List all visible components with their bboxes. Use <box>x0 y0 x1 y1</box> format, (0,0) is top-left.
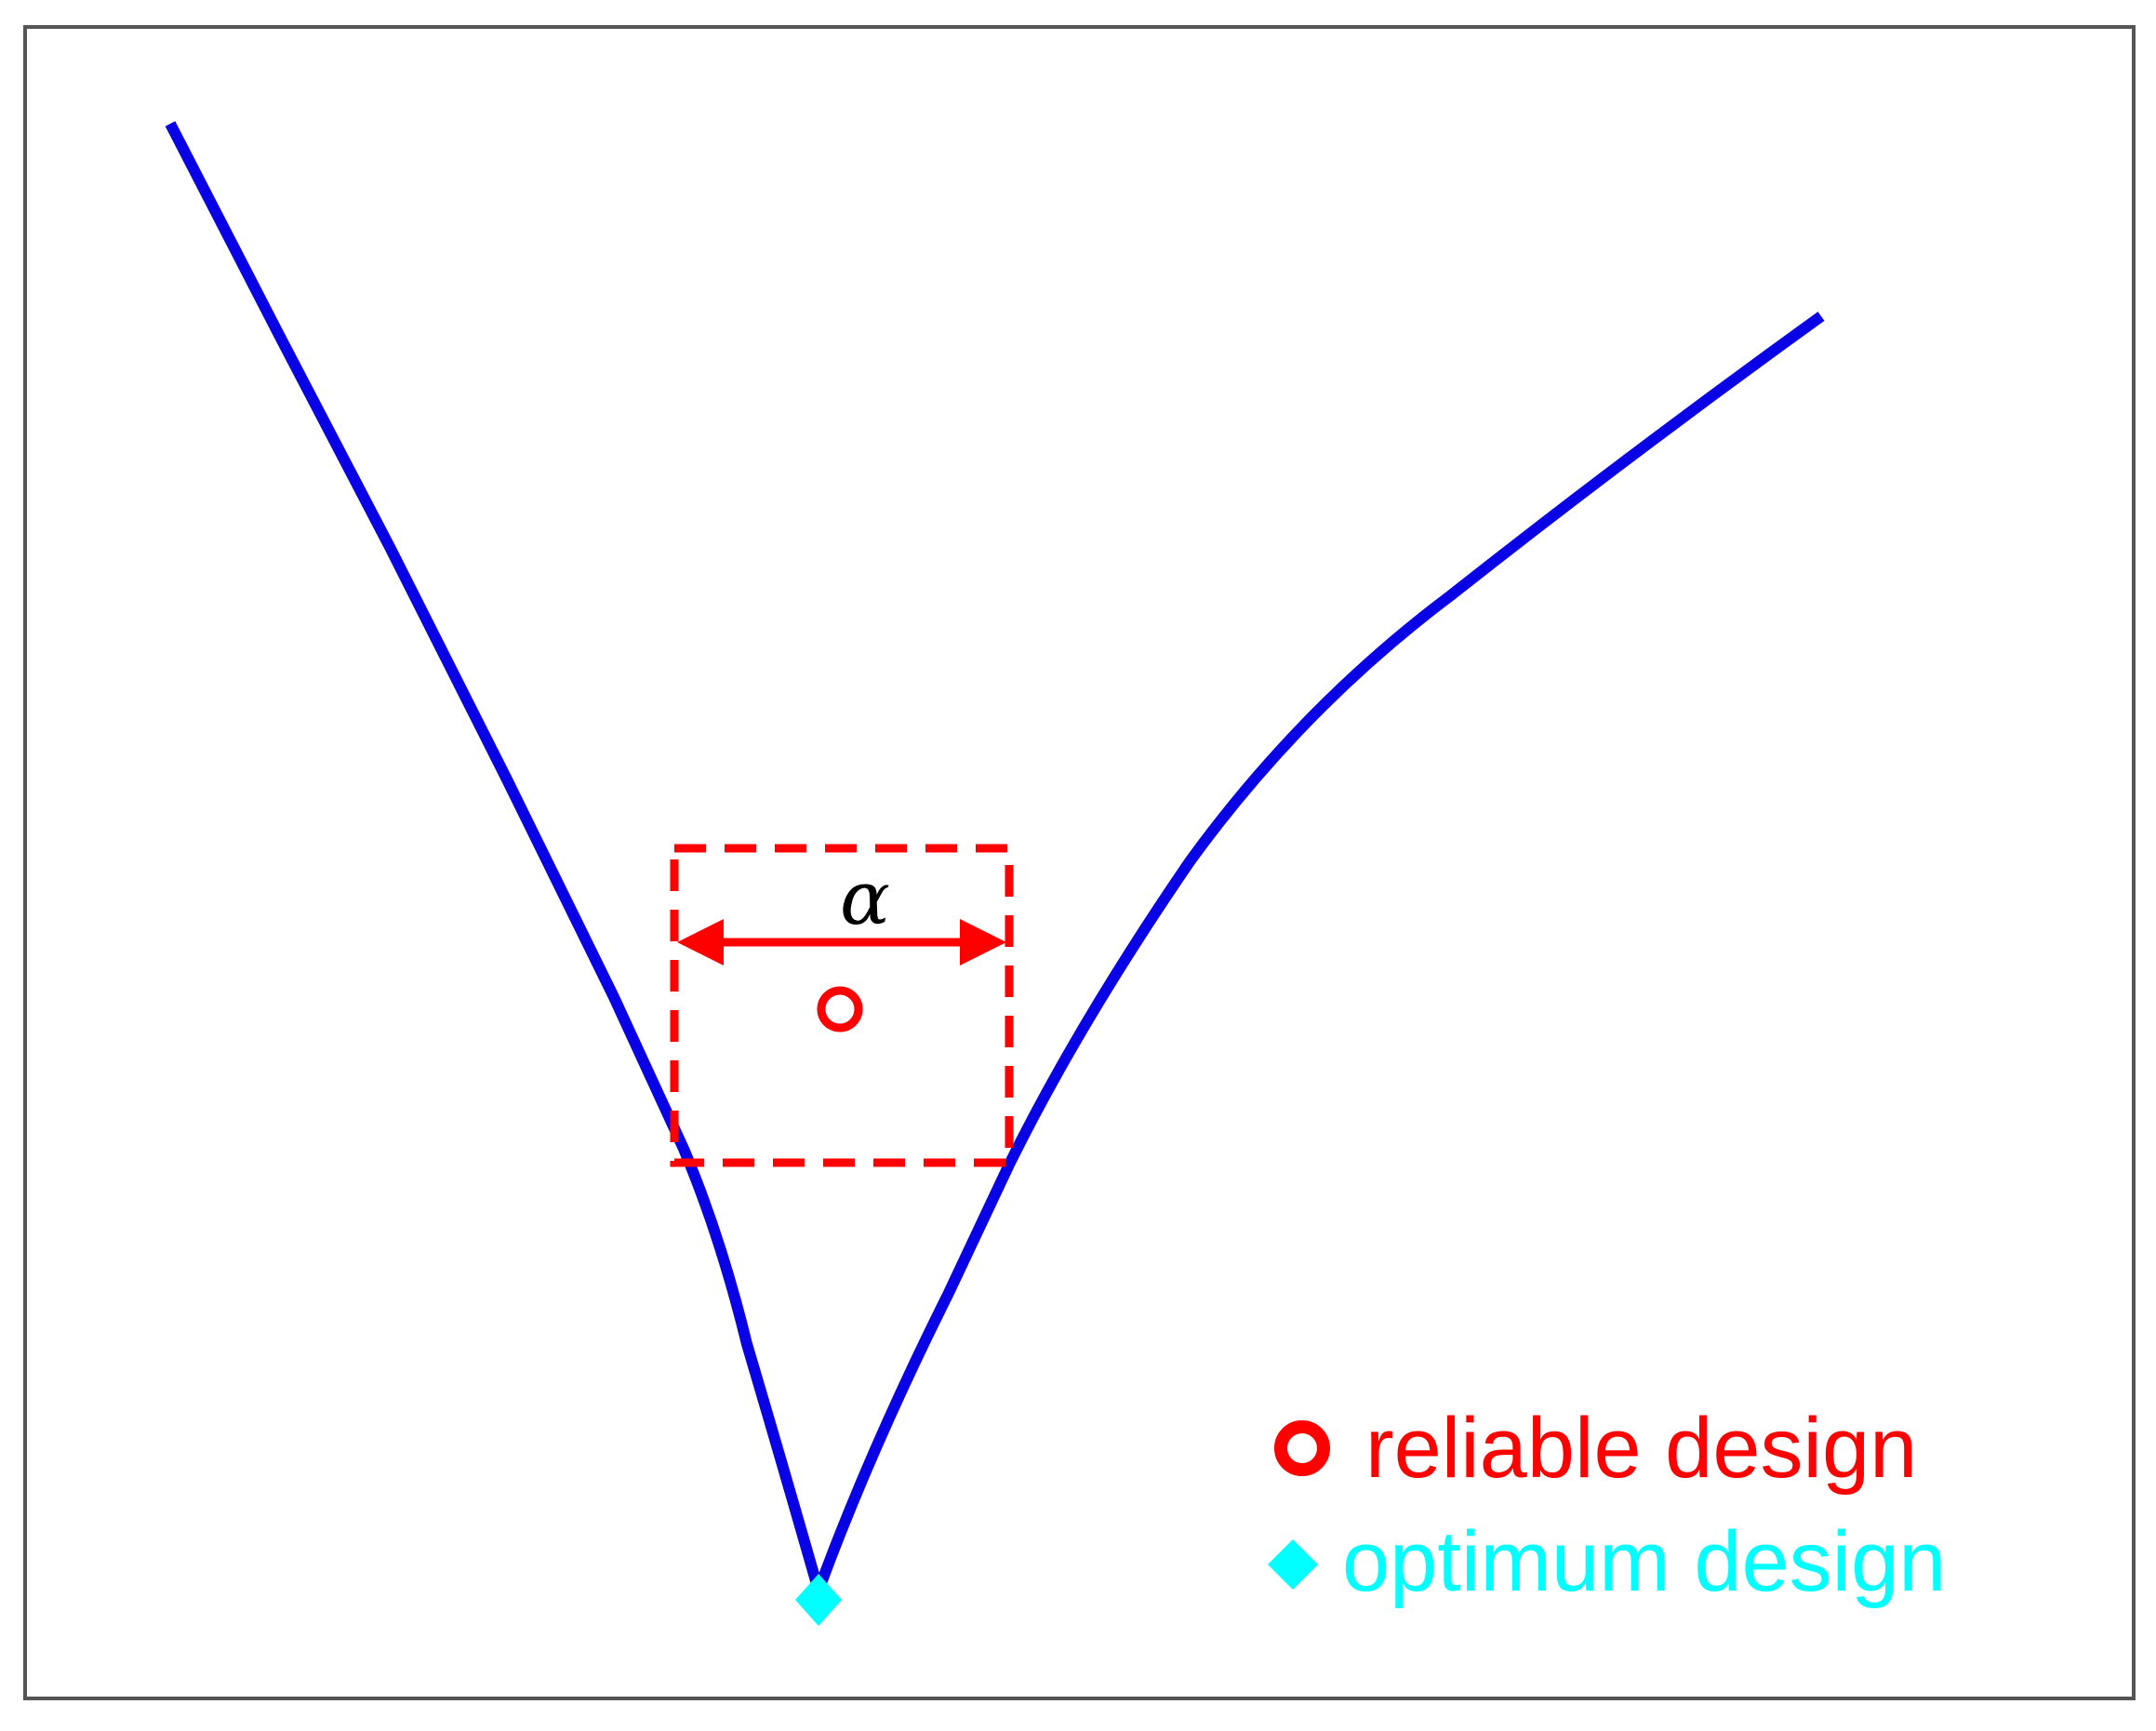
legend-diamond-marker <box>1268 1539 1318 1590</box>
legend-circle-marker <box>1274 1420 1330 1476</box>
reliability-box <box>670 844 1014 1167</box>
arrowhead-right <box>960 919 1006 965</box>
alpha-label: α <box>840 855 890 941</box>
legend-label-reliable: reliable design <box>1365 1401 1917 1496</box>
legend-label-optimum: optimum design <box>1342 1514 1946 1609</box>
arrowhead-left <box>677 919 724 965</box>
alpha-arrow <box>677 919 1006 965</box>
reliable-design-point <box>817 986 863 1032</box>
boundary-curve <box>165 121 1825 1596</box>
plot-frame <box>23 25 2136 1700</box>
optimum-design-point <box>795 1574 842 1626</box>
legend: reliable design optimum design <box>1268 1401 1946 1609</box>
